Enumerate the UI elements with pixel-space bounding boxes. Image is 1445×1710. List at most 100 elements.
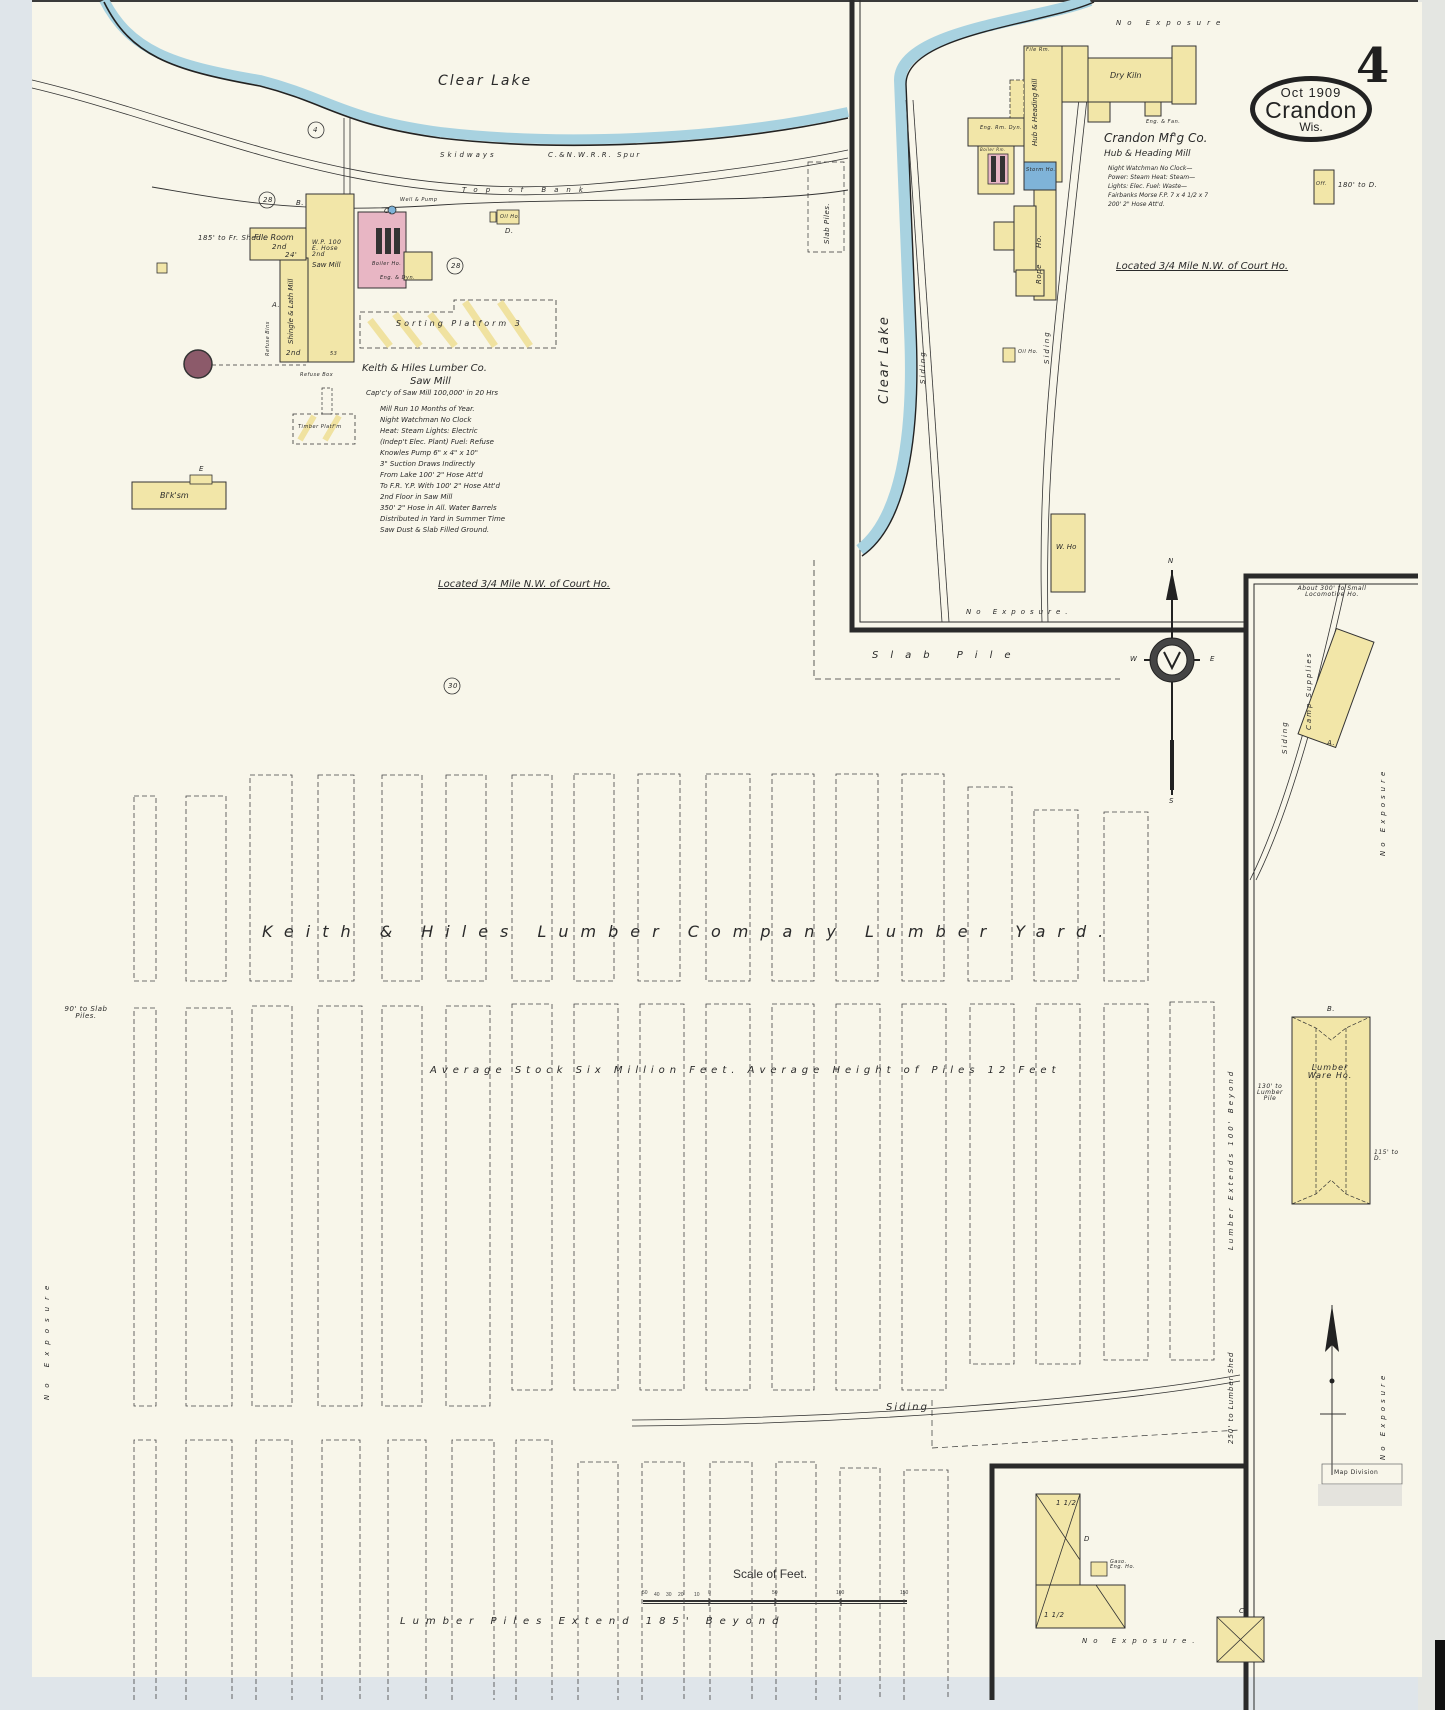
building-letter: B.	[1327, 1005, 1336, 1013]
lower-east-building	[1035, 1493, 1126, 1629]
dry-kiln	[1087, 57, 1173, 103]
saw-mill-label: Saw Mill	[312, 261, 341, 269]
map-division-stamp	[1318, 1463, 1403, 1506]
file-room-building	[249, 227, 307, 261]
hub-heading-mill	[1023, 45, 1063, 183]
lumber-extends-note: Lumber Extends 100' Beyond	[1227, 1068, 1235, 1250]
scale-tick: 150	[900, 1590, 909, 1596]
lumber-warehouse-label: Lumber Ware Ho.	[1307, 1063, 1353, 1080]
scale-bar	[643, 1598, 907, 1606]
slab-piles	[807, 161, 845, 253]
block-number: 28	[263, 196, 273, 204]
dimension-label: 53	[330, 351, 338, 357]
title-state: Wis.	[1299, 120, 1323, 134]
scale-title: Scale of Feet.	[733, 1567, 808, 1581]
title-city: Crandon	[1265, 97, 1357, 123]
block-number: 4	[313, 126, 318, 134]
water-tank	[183, 349, 213, 379]
office-label: Off.	[1316, 181, 1327, 187]
oil-house-building	[496, 209, 520, 225]
siding-label: Siding	[1043, 330, 1051, 364]
boiler-room-label: Boiler Rm.	[980, 147, 1006, 152]
warehouse-inset	[1050, 513, 1086, 593]
file-room-label: File Room	[254, 233, 294, 242]
hub-heading-mill-label: Hub & Heading Mill	[1031, 78, 1039, 146]
block-number: 28	[451, 262, 461, 270]
camp-supplies-building	[1297, 627, 1375, 749]
timber-platform-label: Timber Platf'm	[298, 424, 342, 430]
sawmill-location: Located 3/4 Mile N.W. of Court Ho.	[438, 579, 611, 590]
storm-house	[1023, 161, 1057, 191]
building-c	[1216, 1616, 1265, 1663]
lumber-piles-row-1	[133, 773, 1149, 982]
shingle-mill-building	[279, 257, 309, 363]
scan-right-margin	[1418, 0, 1445, 1710]
dimension-label: 1 1/2	[1056, 1499, 1077, 1507]
distance-label: 180' to D.	[1338, 181, 1378, 189]
scale-tick: 100	[836, 1590, 845, 1596]
scan-corner-shadow	[1435, 1640, 1445, 1710]
blacksmith-building	[131, 481, 227, 510]
north-arrow-icon	[1320, 1305, 1346, 1475]
lake-label: Clear Lake	[877, 315, 892, 404]
inset-location: Located 3/4 Mile N.W. of Court Ho.	[1116, 261, 1289, 272]
compass-south: S	[1169, 797, 1174, 805]
title-date: Oct 1909	[1280, 85, 1342, 100]
sawmill-capacity: Cap'c'y of Saw Mill 100,000' in 20 Hrs	[366, 389, 499, 397]
compass-north: N	[1168, 557, 1174, 565]
sawmill-subtitle: Saw Mill	[410, 376, 451, 387]
scale-tick: 50	[642, 1590, 648, 1596]
no-exposure-label: No Exposure	[1116, 19, 1227, 27]
building-letter: B.	[296, 199, 305, 207]
siding-label: Siding	[919, 350, 927, 384]
scale-tick: 20	[678, 1592, 684, 1598]
inset-notes: Night Watchman No Clock— Power: Steam He…	[1108, 165, 1209, 208]
inset-frame	[849, 0, 1246, 633]
engine-fan-label: Eng. & Fan.	[1146, 119, 1181, 125]
railroad-spur-label: C.&N.W.R.R. Spur	[548, 151, 642, 159]
compass-rose-icon	[1144, 570, 1200, 795]
compass-east: E	[1210, 655, 1215, 663]
lake-shore-band	[99, 0, 850, 145]
no-exposure-label: No Exposure	[43, 1278, 51, 1400]
top-of-bank	[151, 186, 849, 209]
no-exposure-label: No Exposure.	[966, 608, 1073, 616]
floor-label: 2nd	[272, 243, 287, 251]
lumber-pile-distance: 130' to Lumber Pile	[1257, 1083, 1283, 1102]
slab-piles-distance: 90' to Slab Piles.	[64, 1005, 108, 1020]
oil-house-label: Oil Ho.	[1018, 349, 1039, 355]
building-letter: A.	[1327, 739, 1336, 747]
timber-platform	[292, 413, 356, 445]
railroad-track	[31, 79, 849, 188]
map-sheet	[32, 2, 1422, 1677]
lumber-shed-distance: 250' to Lumber Shed	[1227, 1351, 1235, 1444]
hydrant-label: W.P. 100 E. Hose 2nd	[312, 239, 342, 258]
stock-note: Average Stock Six Million Feet. Average …	[430, 1065, 1061, 1076]
siding-label: Siding	[1281, 720, 1289, 754]
lumber-piles-row-3	[133, 1439, 949, 1700]
storage-label: Ho.	[1035, 234, 1043, 248]
boiler-house-label: Boiler Ho.	[372, 261, 402, 267]
engine-dynamo-label: Eng. Rm. Dyn.	[980, 125, 1023, 131]
lumber-piles-row-2	[133, 1001, 1215, 1407]
scale-tick: 10	[694, 1592, 700, 1598]
building-letter: D	[1084, 1535, 1090, 1543]
sorting-platform	[359, 299, 557, 349]
no-exposure-label: No Exposure.	[1082, 1637, 1201, 1645]
scale-tick: 30	[666, 1592, 672, 1598]
lumber-piles-note: Lumber Piles Extend 185' Beyond	[400, 1616, 786, 1627]
inset-company-name: Crandon Mf'g Co.	[1104, 131, 1208, 145]
shingle-mill-label: Shingle & Lath Mill	[287, 278, 295, 344]
sawmill-company-name: Keith & Hiles Lumber Co.	[362, 363, 487, 374]
title-cartouche: Oct 1909 Crandon Wis.	[1250, 76, 1372, 142]
scan-left-margin	[0, 0, 32, 1710]
distance-label: 115' to D.	[1374, 1149, 1399, 1162]
top-of-bank-label: Top of Bank	[462, 186, 591, 194]
storm-house-label: Storm Ho.	[1026, 167, 1056, 173]
inset-lake	[856, 0, 1093, 555]
lake-label: Clear Lake	[438, 73, 533, 89]
scale-tick: 0	[708, 1590, 711, 1596]
boiler-annex	[403, 251, 433, 281]
lumber-yard-title: Keith & Hiles Lumber Company Lumber Yard…	[262, 922, 1116, 941]
